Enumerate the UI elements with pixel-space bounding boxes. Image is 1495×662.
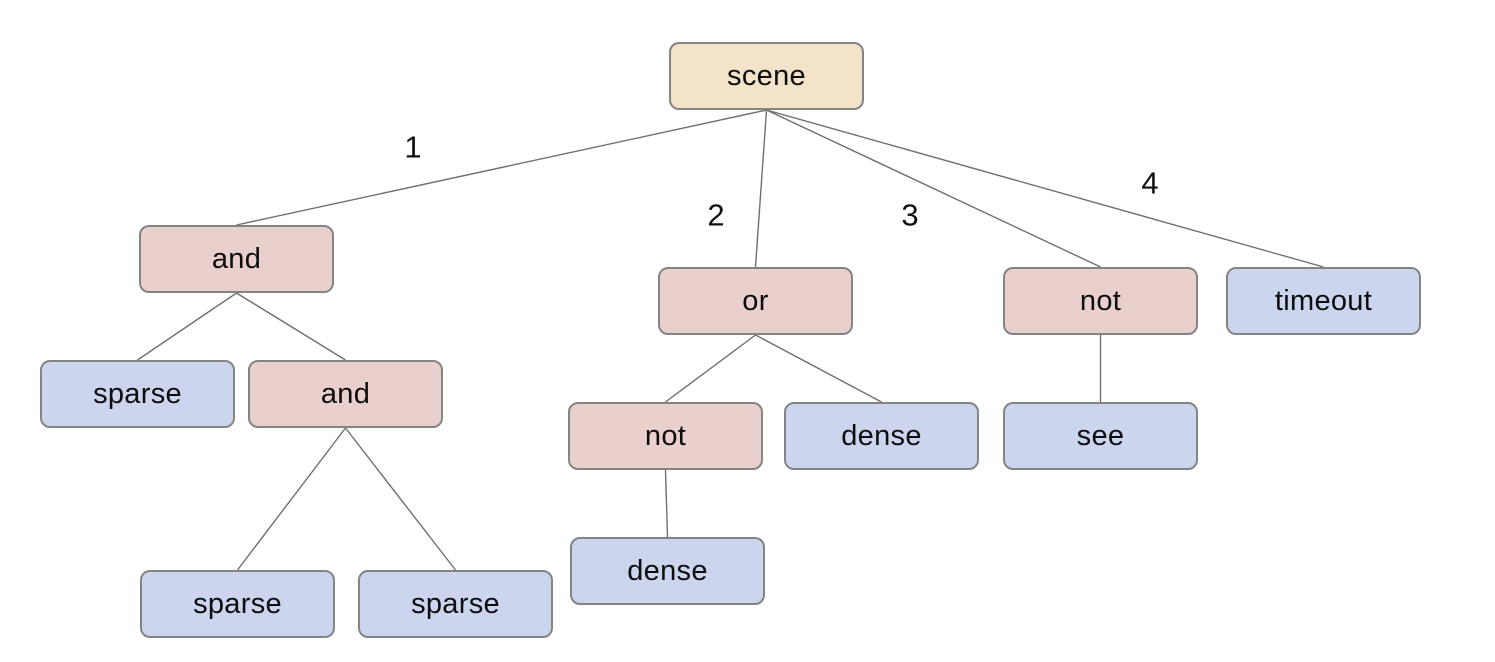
edge-scene-not-1: [766, 109, 1101, 268]
edge-scene-timeout: [766, 109, 1324, 268]
edge-label-4: 4: [1141, 165, 1159, 201]
node-or[interactable]: or: [658, 267, 853, 335]
edge-scene-and-1: [236, 109, 767, 226]
edge-label-1: 1: [404, 129, 422, 165]
node-see[interactable]: see: [1003, 402, 1198, 470]
edge-and-2-sparse-2: [236, 427, 347, 571]
edge-label-2: 2: [707, 197, 725, 233]
node-dense-2[interactable]: dense: [570, 537, 765, 605]
node-sparse-3[interactable]: sparse: [358, 570, 553, 638]
node-and-2[interactable]: and: [248, 360, 443, 428]
node-scene[interactable]: scene: [669, 42, 864, 110]
edge-not-2-dense-2: [664, 469, 669, 538]
edge-or-dense-1: [755, 334, 882, 403]
edge-scene-or: [754, 109, 768, 268]
edge-and-2-sparse-3: [344, 427, 457, 571]
edge-label-3: 3: [901, 197, 919, 233]
node-sparse-1[interactable]: sparse: [40, 360, 235, 428]
node-not-1[interactable]: not: [1003, 267, 1198, 335]
edge-and-1-and-2: [236, 292, 346, 361]
node-dense-1[interactable]: dense: [784, 402, 979, 470]
node-sparse-2[interactable]: sparse: [140, 570, 335, 638]
edge-and-1-sparse-1: [137, 292, 237, 361]
node-not-2[interactable]: not: [568, 402, 763, 470]
node-timeout[interactable]: timeout: [1226, 267, 1421, 335]
node-and-1[interactable]: and: [139, 225, 334, 293]
edge-or-not-2: [665, 334, 756, 403]
